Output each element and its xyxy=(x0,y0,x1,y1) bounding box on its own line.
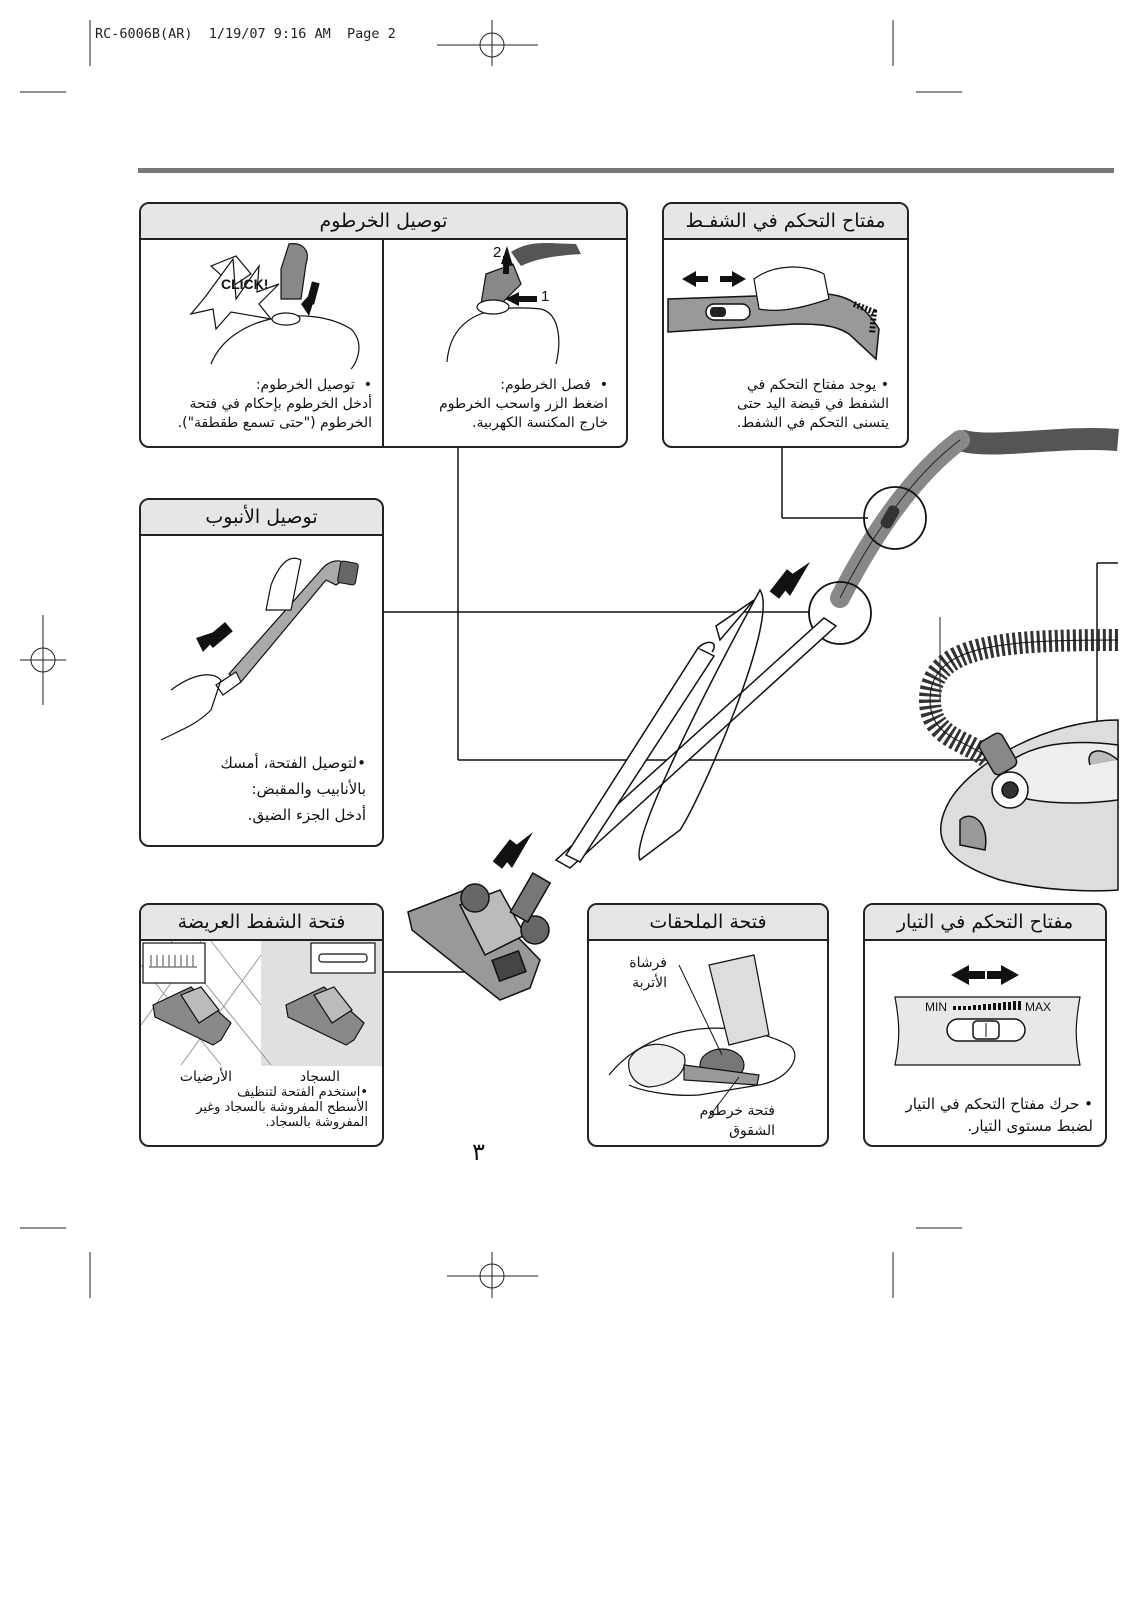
suction-control-bullet: • xyxy=(880,377,889,393)
top-rule xyxy=(138,168,1114,173)
tube-connection-text: •لتوصيل الفتحة، أمسك بالأنابيب والمقبض: … xyxy=(220,750,366,828)
attach-line-1: أدخل الخرطوم بإحكام في فتحة xyxy=(189,396,372,412)
accessories-panel: فتحة الملحقات فرشاة الأتربة فتحة خرطوم ا… xyxy=(587,903,829,1147)
hose-illustrations xyxy=(189,243,581,370)
crevice-tool-label: فتحة خرطوم الشقوق xyxy=(700,1101,775,1141)
hose-connection-panel: توصيل الخرطوم CLICK! 2 1 • توصيل الخرطوم… xyxy=(139,202,628,448)
click-label: CLICK! xyxy=(221,276,269,292)
crevice-line-1: فتحة خرطوم xyxy=(699,1103,775,1119)
tube-connection-panel: توصيل الأنبوب •لتوصيل الفتحة، أمسك بالأن… xyxy=(139,498,384,847)
crevice-line-2: الشقوق xyxy=(729,1123,775,1139)
suction-control-line-1: يوجد مفتاح التحكم في xyxy=(746,377,877,393)
step-1-label: 1 xyxy=(541,288,550,305)
power-control-text: • حرك مفتاح التحكم في التيار لضبط مستوى … xyxy=(905,1093,1093,1137)
detach-line-1: اضغط الزر واسحب الخرطوم xyxy=(439,396,608,412)
tube-illustration xyxy=(160,557,359,741)
suction-control-line-3: يتسنى التحكم في الشفط. xyxy=(736,415,889,431)
power-line-2: لضبط مستوى التيار. xyxy=(967,1117,1093,1135)
print-header: RC-6006B(AR) 1/19/07 9:16 AM Page 2 xyxy=(95,26,396,42)
detach-heading: فصل الخرطوم: xyxy=(500,377,591,393)
min-label: MIN xyxy=(925,1000,947,1014)
tube-bullet: • xyxy=(357,754,366,772)
carpet-label: السجاد xyxy=(299,1069,340,1085)
attach-line-2: الخرطوم ("حتى تسمع طقطقة"). xyxy=(177,415,372,431)
suction-control-title: مفتاح التحكم في الشفـط xyxy=(664,204,907,240)
detach-hose-text: • فصل الخرطوم: اضغط الزر واسحب الخرطوم خ… xyxy=(439,376,608,433)
power-bullet: • xyxy=(1084,1095,1093,1113)
nozzle-illustrations xyxy=(141,940,382,1066)
suction-handle-illustration xyxy=(667,266,880,361)
power-slider-illustration xyxy=(894,965,1081,1066)
detach-line-2: خارج المكنسة الكهربية. xyxy=(472,415,608,431)
tube-line-2: بالأنابيب والمقبض: xyxy=(251,780,366,798)
page-number: ٣ xyxy=(472,1138,485,1166)
floors-label: الأرضيات xyxy=(179,1069,232,1085)
tube-line-3: أدخل الجزء الضيق. xyxy=(247,806,366,824)
wide-nozzle-line-3: المفروشة بالسجاد. xyxy=(265,1115,368,1130)
tube-connection-title: توصيل الأنبوب xyxy=(141,500,382,536)
accessories-title: فتحة الملحقات xyxy=(589,905,827,941)
wide-nozzle-text: •استخدم الفتحة لتنظيف الأسطح المفروشة با… xyxy=(196,1085,368,1130)
power-control-title: مفتاح التحكم في التيار xyxy=(865,905,1105,941)
max-label: MAX xyxy=(1025,1000,1052,1014)
accessories-illustration xyxy=(608,954,796,1118)
wide-nozzle-line-1: استخدم الفتحة لتنظيف xyxy=(237,1085,361,1100)
dust-brush-line-2: الأتربة xyxy=(632,975,667,991)
suction-control-panel: مفتاح التحكم في الشفـط • يوجد مفتاح التح… xyxy=(662,202,909,448)
dust-brush-line-1: فرشاة xyxy=(629,955,667,971)
hose-connection-title: توصيل الخرطوم xyxy=(141,204,626,240)
power-control-panel: مفتاح التحكم في التيار MIN MAX • حرك مفت… xyxy=(863,903,1107,1147)
step-2-label: 2 xyxy=(493,244,502,261)
detach-bullet: • xyxy=(599,377,608,393)
wide-nozzle-line-2: الأسطح المفروشة بالسجاد وغير xyxy=(196,1100,368,1115)
wide-nozzle-bullet: • xyxy=(360,1085,368,1100)
tube-line-1: لتوصيل الفتحة، أمسك xyxy=(220,754,358,772)
wide-nozzle-title: فتحة الشفط العريضة xyxy=(141,905,382,941)
attach-heading: توصيل الخرطوم: xyxy=(255,377,355,393)
attach-bullet: • xyxy=(363,377,372,393)
suction-control-line-2: الشفط في قبضة اليد حتى xyxy=(736,396,889,412)
hose-panel-divider xyxy=(382,240,384,446)
suction-control-text: • يوجد مفتاح التحكم في الشفط في قبضة الي… xyxy=(737,376,889,433)
wide-nozzle-panel: فتحة الشفط العريضة الأرضيات السجاد •استخ… xyxy=(139,903,384,1147)
dust-brush-label: فرشاة الأتربة xyxy=(629,953,667,993)
power-line-1: حرك مفتاح التحكم في التيار xyxy=(905,1095,1080,1113)
attach-hose-text: • توصيل الخرطوم: أدخل الخرطوم بإحكام في … xyxy=(178,376,372,433)
